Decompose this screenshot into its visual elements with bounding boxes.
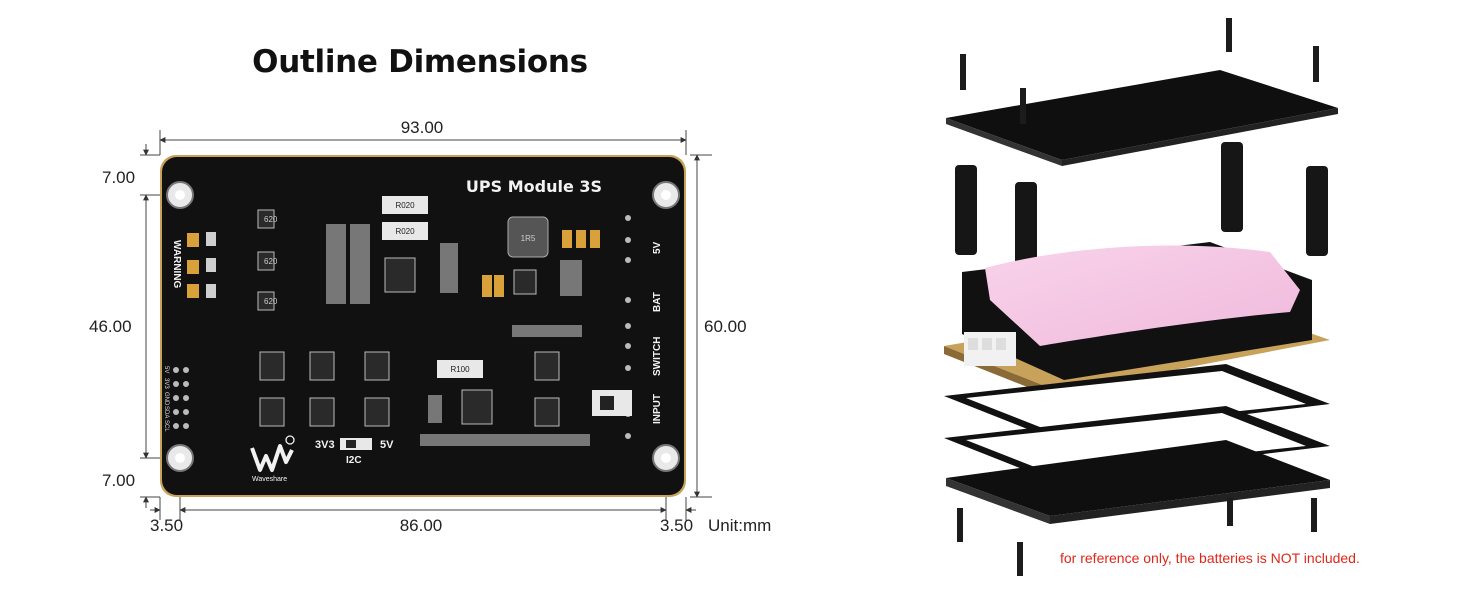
side-label-bat: BAT bbox=[652, 292, 663, 312]
resistor-mark: R020 bbox=[395, 201, 415, 210]
header-pin-label: SCL bbox=[163, 420, 169, 432]
header-pin-label: GND bbox=[163, 392, 169, 406]
dim-middle-span: 46.00 bbox=[89, 317, 132, 336]
dim-width-total: 93.00 bbox=[401, 118, 444, 137]
exploded-case-illustration bbox=[944, 18, 1338, 576]
page-title: Outline Dimensions bbox=[252, 44, 588, 80]
unit-label: Unit:mm bbox=[708, 516, 771, 535]
dim-top-margin: 7.00 bbox=[102, 168, 135, 187]
reference-note: for reference only, the batteries is NOT… bbox=[1060, 550, 1360, 566]
board-name-label: UPS Module 3S bbox=[466, 177, 602, 196]
capacitor-mark: 620 bbox=[264, 257, 278, 266]
capacitor-mark: 620 bbox=[264, 297, 278, 306]
brand-label: Waveshare bbox=[252, 476, 287, 483]
i2c-label: I2C bbox=[346, 455, 362, 466]
header-pin-label: SDA bbox=[163, 406, 169, 418]
dim-hole-span: 86.00 bbox=[400, 516, 443, 535]
side-label-5v: 5V bbox=[652, 241, 663, 254]
dim-left-offset: 3.50 bbox=[150, 516, 183, 535]
i2c-left-label: 3V3 bbox=[315, 439, 335, 451]
header-pin-label: 5V bbox=[163, 366, 169, 373]
header-pin-label: 3V3 bbox=[163, 378, 169, 389]
dim-bottom-margin: 7.00 bbox=[102, 471, 135, 490]
i2c-right-label: 5V bbox=[380, 439, 394, 451]
resistor-mark: R020 bbox=[395, 227, 415, 236]
capacitor-mark: 620 bbox=[264, 215, 278, 224]
side-label-input: INPUT bbox=[652, 394, 663, 424]
inductor-mark: 1R5 bbox=[521, 234, 536, 243]
dim-right-offset: 3.50 bbox=[660, 516, 693, 535]
ups-board bbox=[160, 155, 686, 497]
resistor-mark: R100 bbox=[450, 365, 470, 374]
dim-height-total: 60.00 bbox=[704, 317, 747, 336]
waveshare-logo-icon bbox=[250, 435, 295, 472]
side-label-switch: SWITCH bbox=[652, 337, 663, 376]
smd-components bbox=[257, 209, 560, 427]
warning-label: WARNING bbox=[171, 240, 182, 289]
